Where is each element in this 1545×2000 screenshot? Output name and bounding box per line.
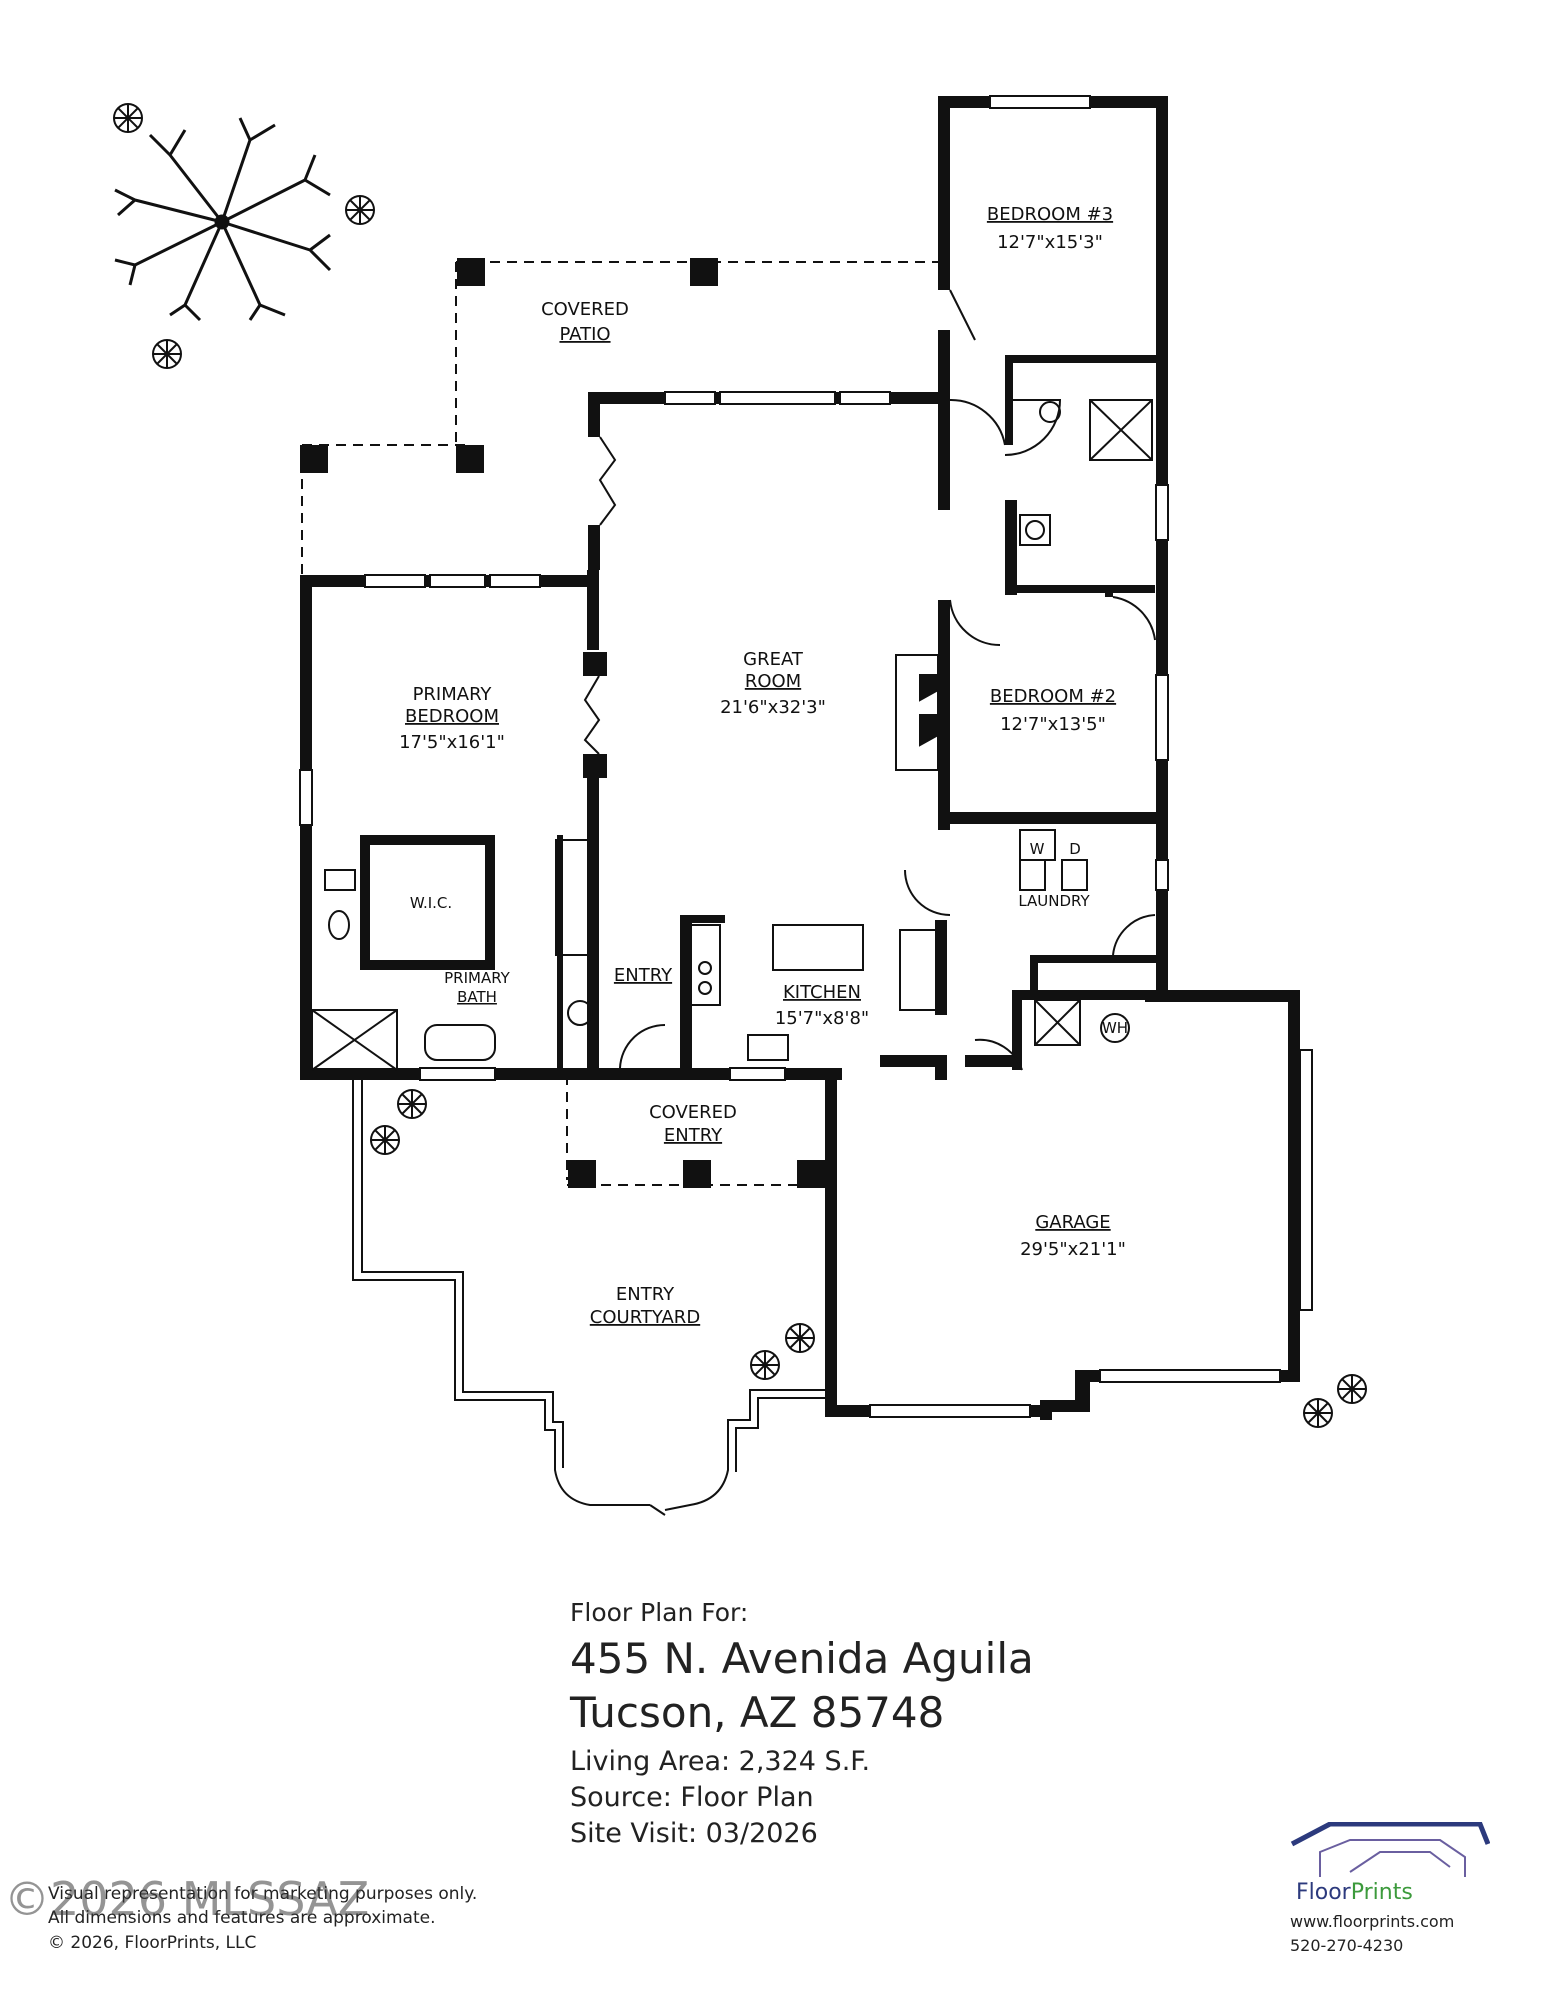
floor-plan-for-label: Floor Plan For:: [570, 1598, 749, 1627]
primary-bedroom-label-1: PRIMARY: [413, 684, 493, 705]
entry-courtyard-label-2: COURTYARD: [590, 1307, 700, 1328]
entry-courtyard-label-1: ENTRY: [616, 1284, 675, 1305]
primary-bath-label-2: BATH: [457, 988, 497, 1006]
shrub-icon: [113, 103, 1367, 1428]
bedroom3-label: BEDROOM #3: [987, 204, 1113, 225]
garage-label: GARAGE: [1035, 1212, 1110, 1233]
tree-icon: [114, 117, 332, 322]
bedroom2-label: BEDROOM #2: [990, 686, 1116, 707]
courtyard-wall: [352, 1075, 830, 1511]
fixtures: [311, 399, 1153, 1071]
floorprints-phone: 520-270-4230: [1290, 1936, 1404, 1955]
mls-watermark: ©2026 MLSSAZ: [4, 1872, 370, 1926]
floorprints-logo-icon: [1290, 1822, 1490, 1877]
windows: [299, 95, 1313, 1418]
address-line-1: 455 N. Avenida Aguila: [570, 1634, 1034, 1683]
wic-label: W.I.C.: [410, 894, 452, 912]
covered-entry-label-1: COVERED: [649, 1102, 737, 1123]
great-room-dims: 21'6"x32'3": [720, 697, 826, 718]
bedroom3-dims: 12'7"x15'3": [997, 232, 1103, 253]
disclaimer-line-2: All dimensions and features are approxim…: [48, 1908, 436, 1928]
garage-dims: 29'5"x21'1": [1020, 1239, 1126, 1260]
floorprints-brand: FloorPrints: [1296, 1880, 1413, 1905]
bedroom2-dims: 12'7"x13'5": [1000, 714, 1106, 735]
source: Source: Floor Plan: [570, 1782, 814, 1813]
copyright: © 2026, FloorPrints, LLC: [48, 1933, 257, 1953]
entry-label: ENTRY: [614, 965, 673, 986]
primary-bedroom-label-2: BEDROOM: [405, 706, 499, 727]
covered-patio-label-2: PATIO: [559, 324, 610, 345]
water-heater-label: WH: [1102, 1019, 1128, 1037]
covered-entry-label-2: ENTRY: [664, 1125, 723, 1146]
doors: [583, 289, 1156, 1516]
primary-bedroom-dims: 17'5"x16'1": [399, 732, 505, 753]
living-area: Living Area: 2,324 S.F.: [570, 1746, 871, 1777]
columns: [300, 258, 825, 1188]
site-visit: Site Visit: 03/2026: [570, 1818, 818, 1849]
great-room-label-2: ROOM: [745, 671, 801, 692]
kitchen-label: KITCHEN: [783, 982, 861, 1003]
disclaimer-line-1: Visual representation for marketing purp…: [48, 1884, 478, 1904]
exterior-walls: [300, 96, 1300, 1420]
floorprints-website[interactable]: www.floorprints.com: [1290, 1912, 1455, 1931]
washer-label: W: [1030, 840, 1045, 858]
primary-bath-label-1: PRIMARY: [444, 969, 511, 987]
laundry-label: LAUNDRY: [1018, 892, 1090, 910]
room-labels: BEDROOM #3 12'7"x15'3" COVERED PATIO PRI…: [399, 204, 1128, 1328]
covered-patio-label-1: COVERED: [541, 299, 629, 320]
kitchen-dims: 15'7"x8'8": [775, 1008, 869, 1029]
dryer-label: D: [1069, 840, 1081, 858]
great-room-label-1: GREAT: [743, 649, 804, 670]
address-line-2: Tucson, AZ 85748: [570, 1688, 945, 1737]
